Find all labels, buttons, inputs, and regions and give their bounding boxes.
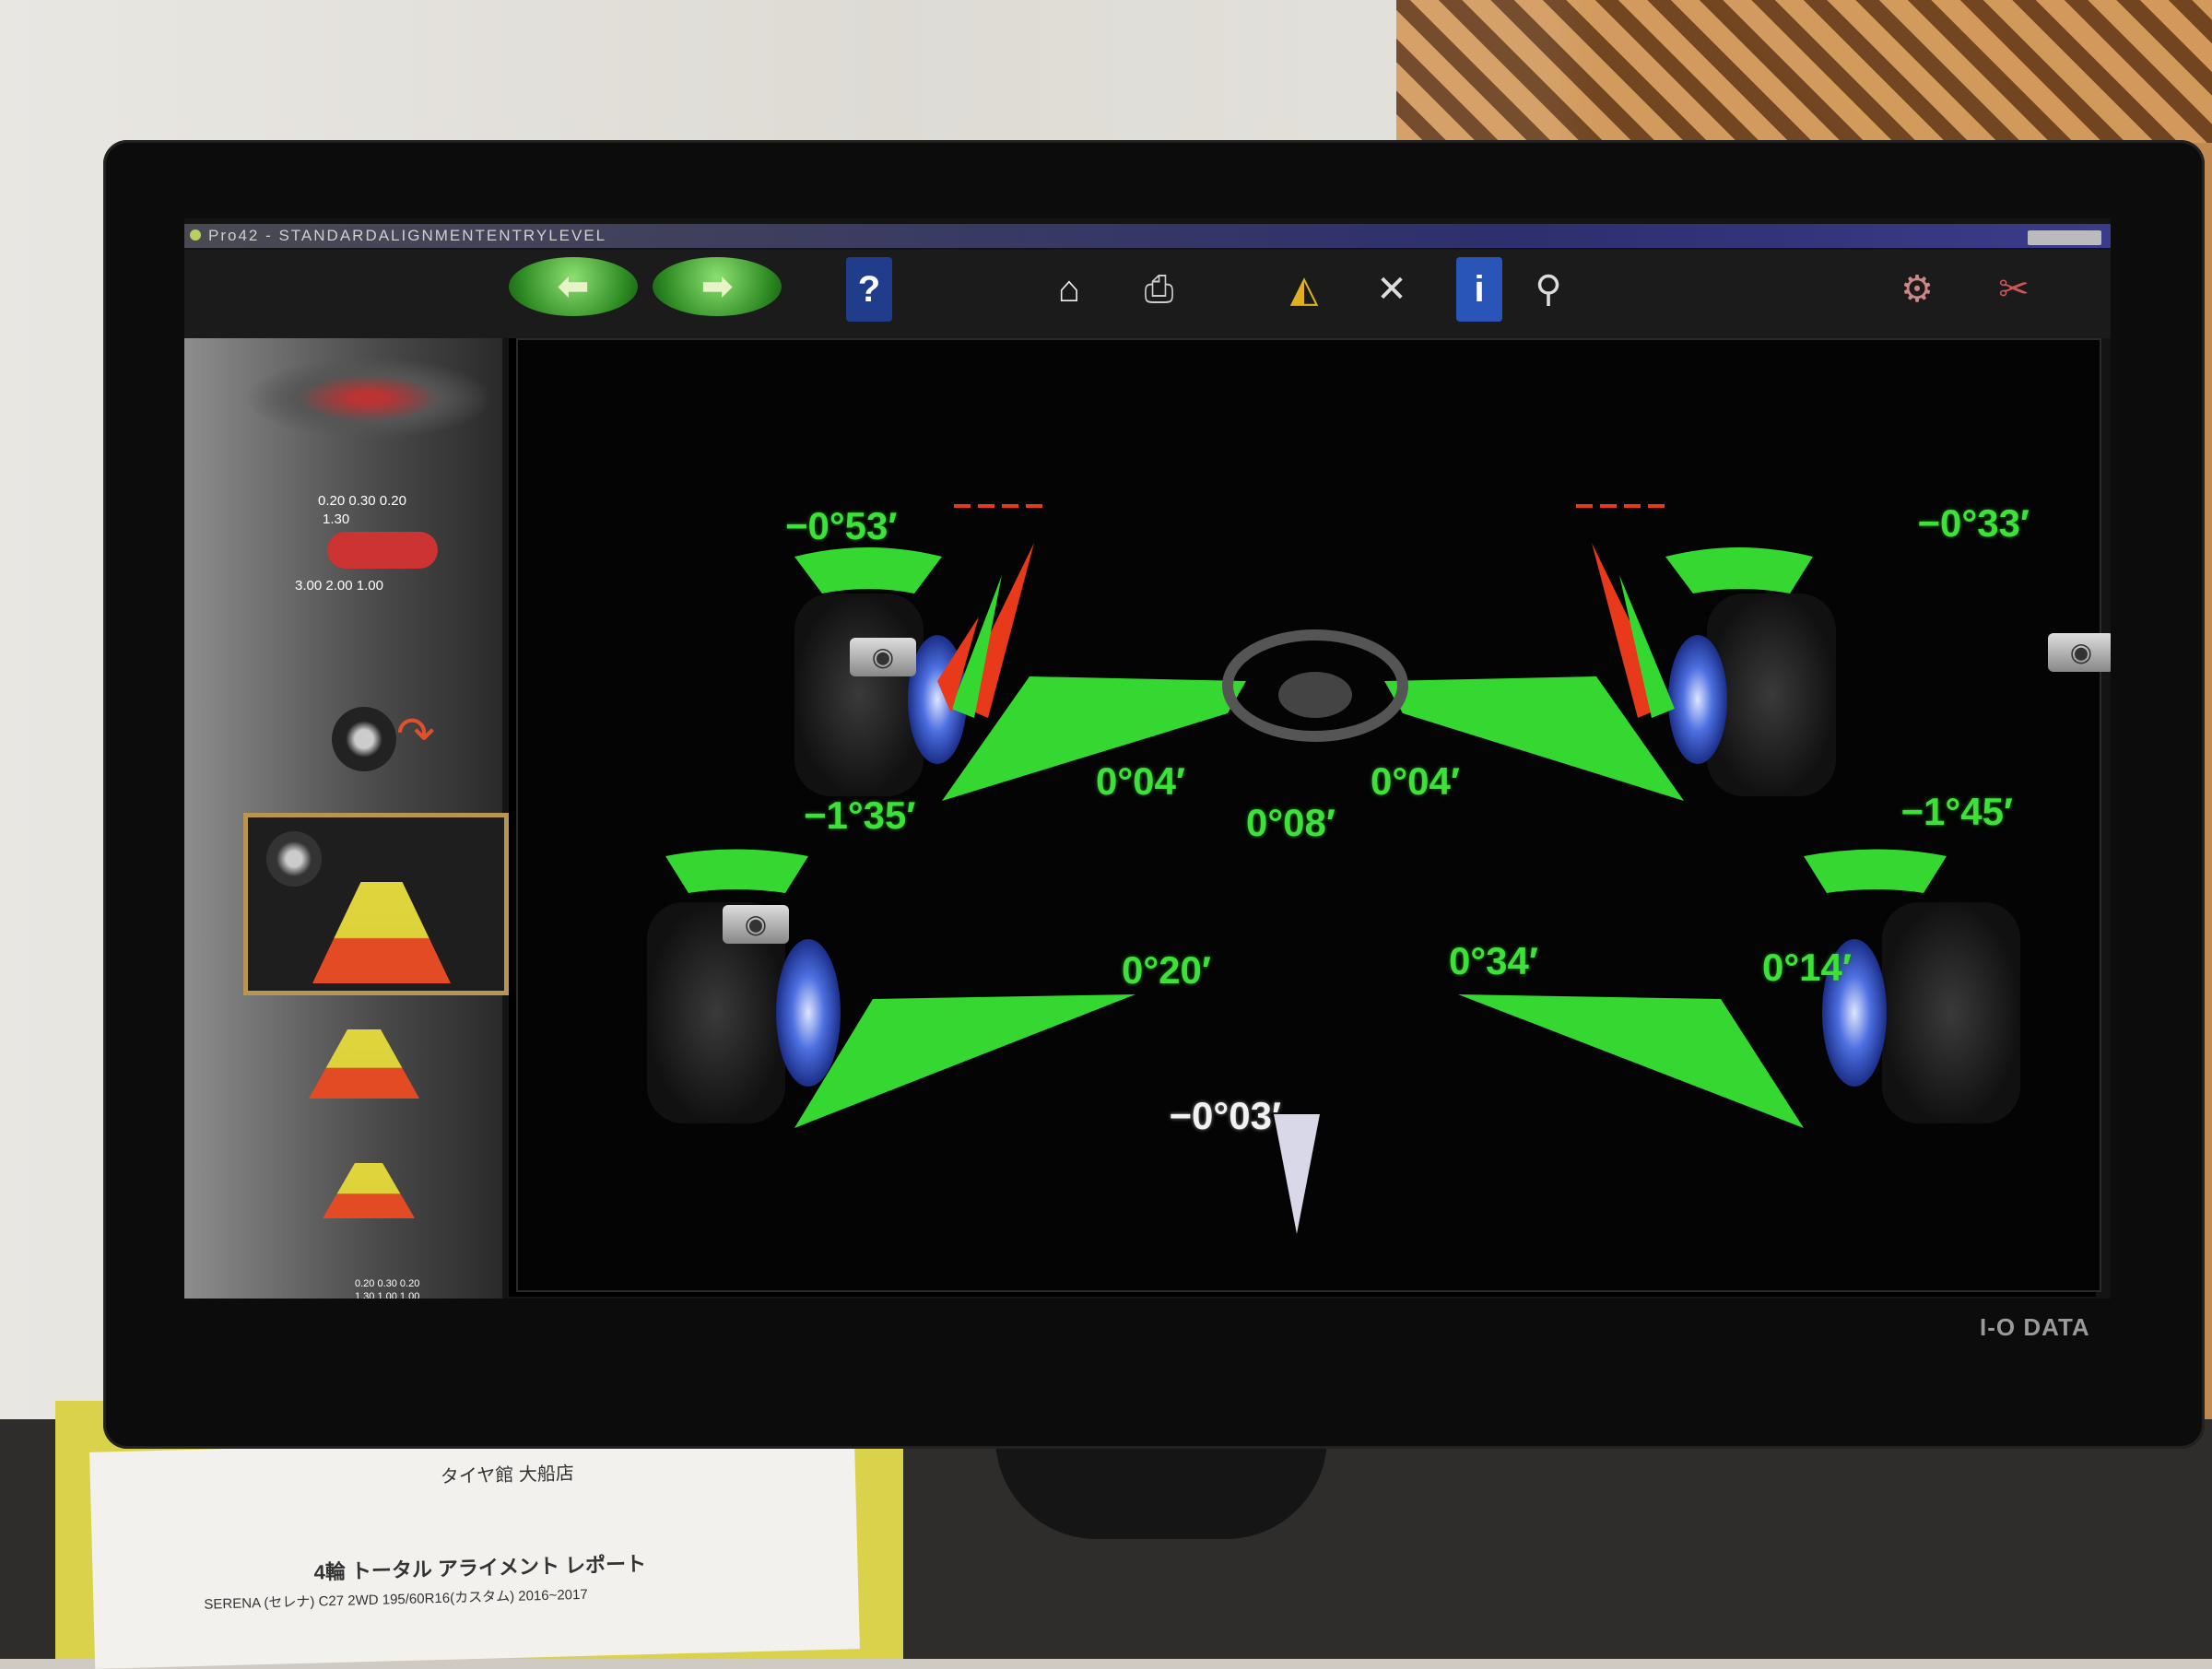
- front-left-toe-wedge: [942, 676, 1246, 801]
- front-left-camber-value: −0°53′: [785, 504, 898, 547]
- red-car-icon: [327, 532, 438, 569]
- adjust-front-step[interactable]: [244, 1131, 493, 1223]
- spec-left-value: 1.30: [323, 511, 350, 527]
- monitor-stand: [995, 1438, 1327, 1539]
- monitor-brand: I-O DATA: [1980, 1313, 2090, 1341]
- front-left-caster-red-2: [937, 617, 979, 713]
- procedure-sidebar: 0.20 0.30 0.20 1.30 3.00 2.00 1.00 ↷ 0.2…: [184, 338, 509, 1299]
- rear-right-wheel: [1822, 902, 2020, 1123]
- front-total-toe-value: 0°08′: [1246, 801, 1335, 844]
- report-step[interactable]: 0.20 0.30 0.20 1.30 1.00 1.00: [244, 1278, 493, 1299]
- front-right-toe-wedge: [1384, 676, 1684, 801]
- adjust-button[interactable]: ◭: [1263, 257, 1346, 322]
- rear-left-camera-icon: ◉: [723, 905, 789, 944]
- tools-button[interactable]: ✕: [1355, 257, 1429, 322]
- back-button[interactable]: ⬅: [509, 257, 638, 316]
- thrust-angle-value: −0°03′: [1169, 1094, 1281, 1137]
- printer-icon: ⎙: [1144, 268, 1174, 310]
- rear-left-toe-wedge: [794, 994, 1135, 1128]
- alignment-display: −0°53′ −0°33′ 0°04′ 0°04′ 0°08′ −1°35′ −…: [509, 338, 2111, 1297]
- front-right-camera-icon: ◉: [2048, 633, 2111, 672]
- forward-button[interactable]: ➡: [653, 257, 782, 316]
- paper-shop-name: タイヤ館 大船店: [440, 1463, 575, 1487]
- measurement-panel: −0°53′ −0°33′ 0°04′ 0°04′ 0°08′ −1°35′ −…: [516, 338, 2101, 1292]
- rear-left-toe-value: 0°20′: [1122, 948, 1211, 992]
- car-status-icon: [312, 882, 451, 983]
- info-button[interactable]: i: [1456, 257, 1502, 322]
- vehicle-select-step[interactable]: [244, 357, 493, 440]
- help-button[interactable]: ?: [846, 257, 892, 322]
- front-left-camera-icon: ◉: [850, 638, 916, 676]
- runout-step[interactable]: ↷: [244, 688, 493, 790]
- arrow-right-icon: ➡: [701, 266, 733, 307]
- alignment-app-window: Pro42 - STANDARDALIGNMENTENTRYLEVEL ⬅ ➡ …: [184, 218, 2111, 1299]
- rear-left-camber-value: −1°35′: [804, 793, 916, 837]
- window-title: Pro42 - STANDARDALIGNMENTENTRYLEVEL: [208, 227, 607, 244]
- front-left-wheel: [794, 594, 967, 796]
- window-controls[interactable]: [2028, 230, 2101, 245]
- zoom-icon: ⚲: [1535, 269, 1562, 310]
- adjust-rear-step[interactable]: [244, 1002, 493, 1103]
- steering-wheel-icon: [1222, 629, 1408, 742]
- paper-vehicle: SERENA (セレナ) C27 2WD 195/60R16(カスタム) 201…: [204, 1586, 588, 1613]
- exit-button[interactable]: ✂: [1986, 257, 2041, 322]
- front-left-caster-green: [951, 575, 1002, 718]
- title-bar: Pro42 - STANDARDALIGNMENTENTRYLEVEL: [184, 224, 2111, 248]
- home-button[interactable]: ⌂: [1037, 257, 1101, 322]
- wheel-icon: [266, 831, 322, 887]
- front-right-camber-gauge: [1665, 547, 1813, 594]
- question-book-icon: ?: [857, 268, 881, 310]
- wheel-icon: [332, 707, 396, 771]
- rear-right-toe-value: 0°14′: [1762, 946, 1852, 989]
- spec-top-values: 0.20 0.30 0.20: [318, 493, 406, 509]
- arrow-left-icon: ⬅: [558, 266, 589, 307]
- rear-right-toe-wedge: [1458, 994, 1804, 1128]
- rear-left-camber-gauge: [665, 849, 808, 893]
- front-right-camber-value: −0°33′: [1917, 501, 2030, 545]
- front-right-toe-value: 0°04′: [1371, 759, 1460, 803]
- settings-button[interactable]: ⚙: [1880, 257, 1954, 322]
- adjust-icon: ◭: [1289, 269, 1319, 310]
- car-status-icon: [309, 1029, 419, 1099]
- wooden-lattice: [1396, 0, 2212, 143]
- alignment-report-paper: タイヤ館 大船店 4輪 トータル アライメント レポート SERENA (セレナ…: [89, 1432, 860, 1669]
- front-right-caster-green: [1619, 575, 1675, 718]
- measurement-step-selected[interactable]: [243, 813, 509, 995]
- app-icon: [190, 229, 201, 241]
- rotate-arrow-icon: ↷: [396, 708, 435, 759]
- rear-right-camber-gauge: [1804, 849, 1947, 893]
- report-top-values: 0.20 0.30 0.20: [355, 1278, 420, 1289]
- wrench-screwdriver-icon: ✕: [1376, 269, 1407, 310]
- specifications-step[interactable]: 0.20 0.30 0.20 1.30 3.00 2.00 1.00: [244, 486, 493, 615]
- settings-icon: ⚙: [1900, 269, 1934, 310]
- front-left-toe-value: 0°04′: [1096, 759, 1185, 803]
- print-button[interactable]: ⎙: [1115, 257, 1203, 322]
- toolbar: ⬅ ➡ ? ⌂ ⎙ ◭ ✕ i ⚲ ⚙ ✂: [184, 250, 2111, 338]
- spec-bottom-values: 3.00 2.00 1.00: [295, 578, 383, 594]
- rear-total-toe-value: 0°34′: [1449, 939, 1538, 982]
- info-icon: i: [1474, 268, 1485, 310]
- rear-right-camber-value: −1°45′: [1900, 790, 2013, 833]
- house-icon: ⌂: [1057, 268, 1081, 310]
- thrust-angle-arrow: [1274, 1114, 1320, 1234]
- car-status-icon: [323, 1163, 415, 1218]
- front-left-camber-gauge: [794, 547, 942, 594]
- rear-left-wheel: [647, 902, 841, 1123]
- exit-icon: ✂: [1998, 269, 2030, 310]
- zoom-button[interactable]: ⚲: [1512, 257, 1585, 322]
- front-right-wheel: [1668, 594, 1836, 796]
- report-left-values: 1.30 1.00 1.00: [355, 1291, 420, 1299]
